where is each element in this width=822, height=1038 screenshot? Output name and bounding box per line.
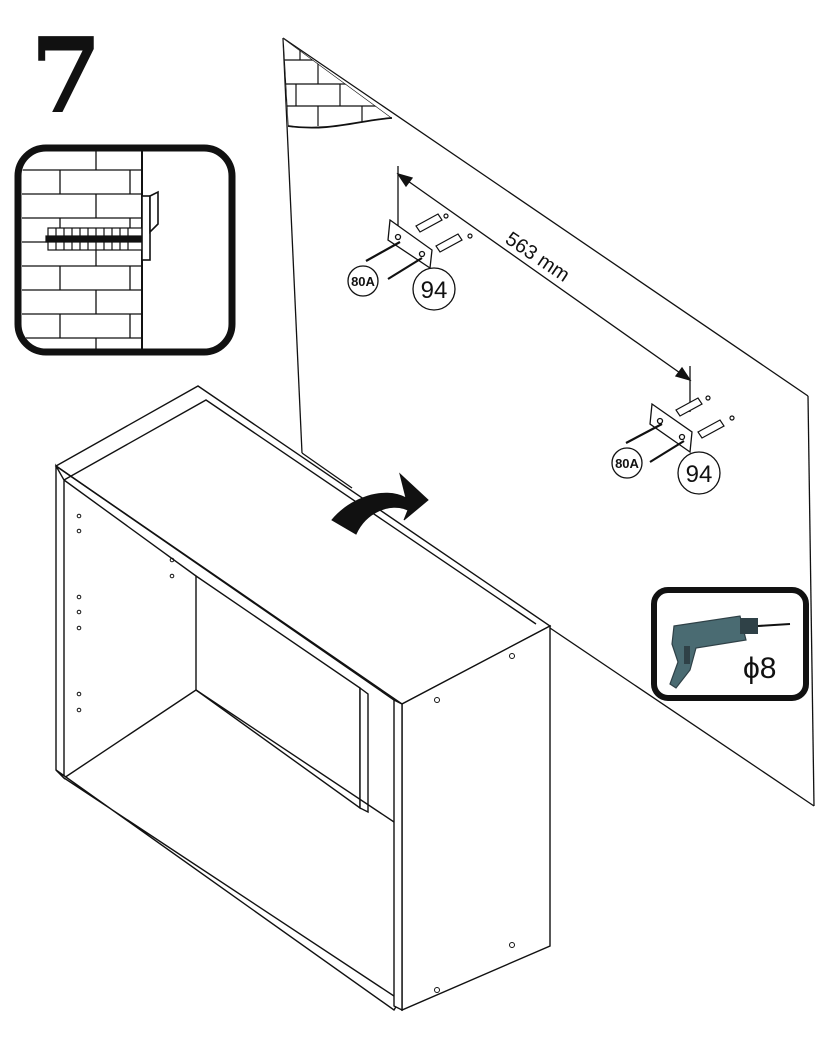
- wall-anchor-detail: [14, 144, 236, 356]
- anchor-plug: [45, 227, 149, 251]
- wall-plug: [675, 395, 735, 439]
- inset-frame: [14, 144, 236, 356]
- screw-code-label: 80A: [351, 274, 375, 289]
- dimension-label: 563 mm: [501, 228, 573, 287]
- part-badge-plug: 94: [677, 451, 721, 495]
- wall-plug: [415, 213, 473, 253]
- brick-wall-corner: [283, 38, 392, 128]
- drill-tool-panel: ϕ8: [651, 587, 809, 701]
- wall-bracket-left: 80A 94: [347, 213, 473, 311]
- cabinet-carcass: [54, 385, 552, 1012]
- drill-frame: [651, 587, 809, 701]
- rotate-arrow-icon: [331, 472, 429, 535]
- bracket-hook: [141, 190, 159, 261]
- cabinet-left-side: [55, 463, 65, 780]
- drill-bit-size: ϕ8: [743, 652, 777, 685]
- plug-code-label: 94: [686, 461, 713, 488]
- screw: [625, 423, 685, 463]
- screw-code-label: 80A: [615, 456, 639, 471]
- part-badge-plug: 94: [412, 267, 456, 311]
- brick-wall: [22, 150, 143, 350]
- step-number: 7: [30, 14, 102, 137]
- part-badge-screw: 80A: [347, 265, 379, 297]
- wall-bracket-right: 80A 94: [611, 395, 735, 495]
- part-badge-screw: 80A: [611, 447, 643, 479]
- brick-corner-edge: [287, 117, 393, 129]
- cabinet-bottom: [55, 769, 401, 1012]
- wall-plane: [282, 37, 815, 807]
- bracket-plate: [649, 402, 693, 454]
- plug-code-label: 94: [421, 277, 448, 304]
- shelf-pin-holes: [76, 513, 515, 993]
- screw: [365, 241, 423, 280]
- drill-icon: [669, 615, 791, 689]
